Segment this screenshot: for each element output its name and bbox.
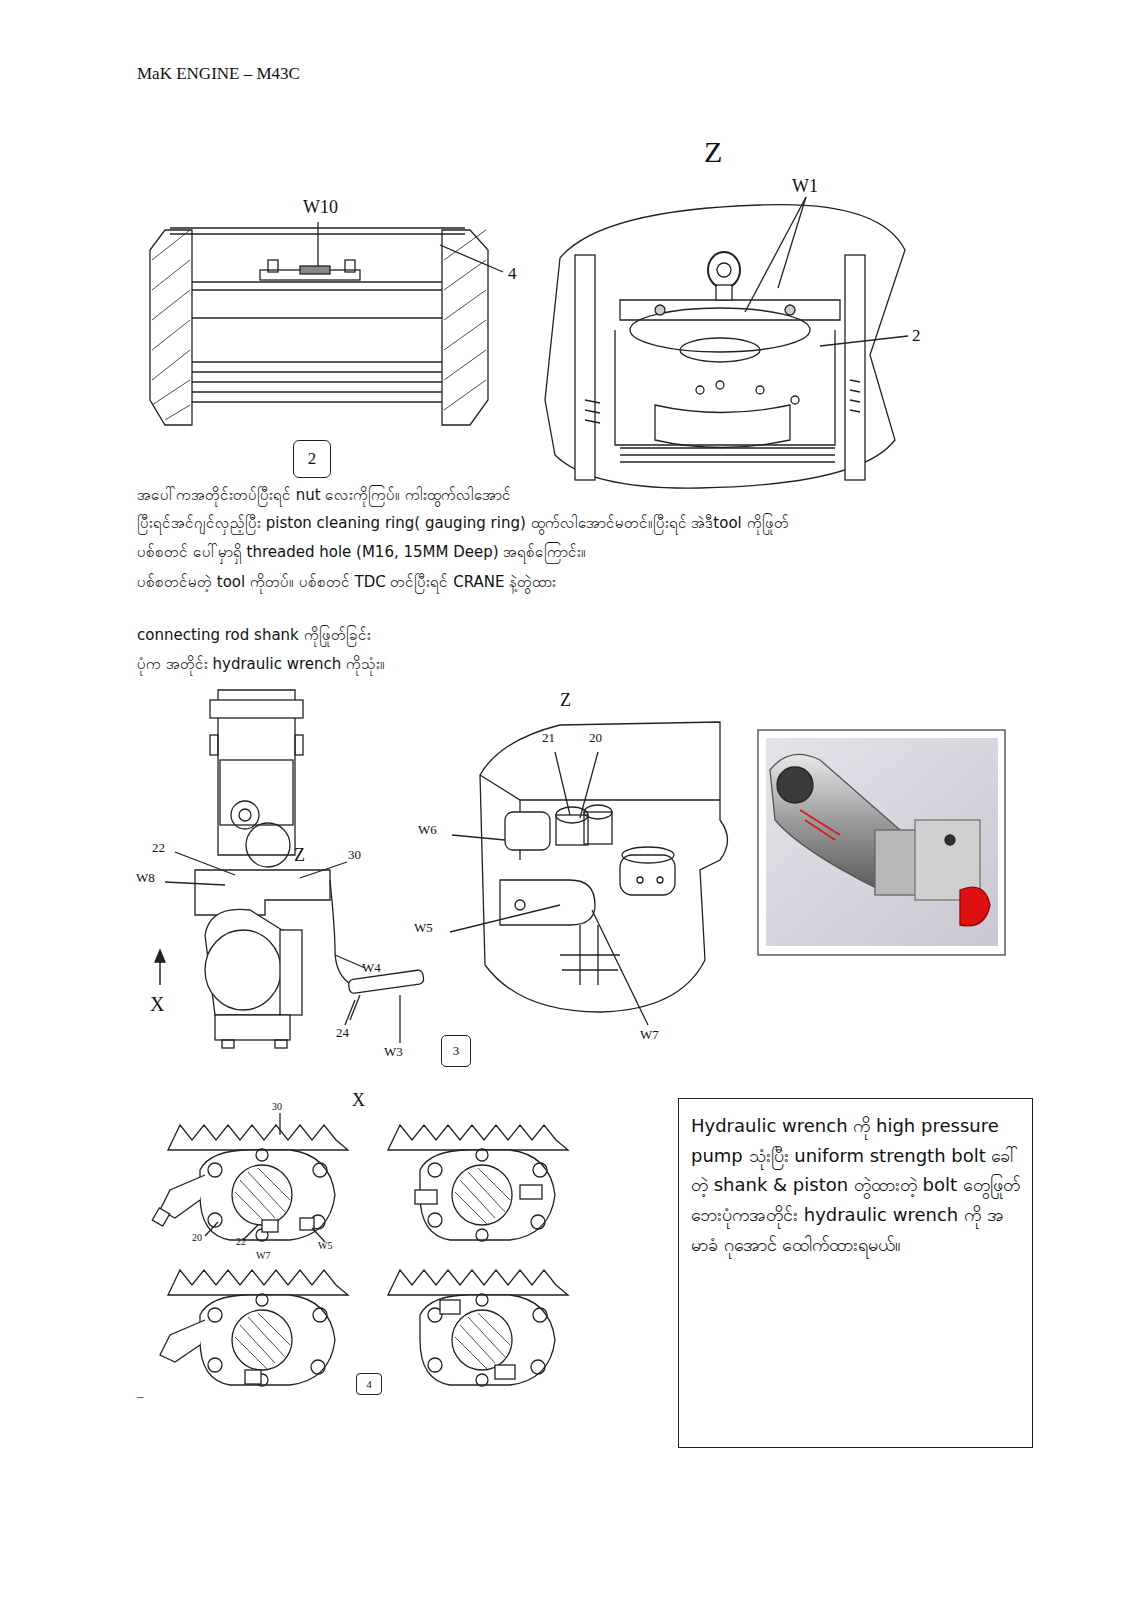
label-text: – [137,1388,144,1404]
label-text: အပေါ်ကအတိုင်းတပ်ပြီးရင် nut လေးကိုကြပ်။ … [137,486,511,504]
label-text: 4 [508,264,517,284]
label-text: connecting rod shank ကိုဖြုတ်ခြင်း [137,626,371,644]
label-text: Z [560,690,571,712]
label-text: 24 [336,1025,349,1041]
label-text: W5 [414,920,433,936]
figure-number: 4 [366,1378,372,1390]
figure-number-box: 4 [356,1373,382,1395]
label-text: X [352,1090,365,1112]
label-text: Z [704,134,722,170]
label-text: 22 [236,1236,246,1248]
label-text: ပြီးရင်အင်ဂျင်လှည့်ပြီး piston cleaning … [137,514,789,532]
label-text: 2 [912,326,921,346]
figure-number: 3 [453,1043,460,1059]
label-text: ပစ်စတင်မတဲ့ tool ကိုတပ်။ ပစ်စတင် TDC တင်… [137,573,556,591]
label-text: X [150,992,164,1016]
figure-number-box: 2 [293,440,331,478]
label-text: W6 [418,822,437,838]
label-text: MaK ENGINE – M43C [137,64,300,84]
label-text: W5 [318,1240,332,1252]
label-text: 20 [589,730,602,746]
photo-wrench [758,730,1005,955]
label-text: W3 [384,1044,403,1060]
figure-number: 2 [308,449,317,469]
wrench-positions [152,1113,568,1386]
label-text: 30 [272,1101,282,1113]
label-text: 22 [152,840,165,856]
label-text: 21 [542,730,555,746]
note-box: Hydraulic wrench ကို high pressure pump … [678,1098,1033,1448]
figure-number-box: 3 [441,1035,471,1067]
label-text: ပုံက အတိုင်း hydraulic wrench ကိုသုံး။ [137,655,385,673]
label-text: 30 [348,847,361,863]
hydraulic-wrench-setup [155,690,424,1048]
label-text: ပစ်စတင် ပေါ်မှာရှိ threaded hole (M16, 1… [137,543,586,561]
wrench-detail [450,722,728,1025]
note-text: Hydraulic wrench ကို high pressure pump … [691,1111,1020,1259]
label-text: 20 [192,1232,202,1244]
label-text: W1 [792,176,818,198]
label-text: W10 [303,197,338,219]
label-text: W7 [256,1250,270,1262]
label-text: W7 [640,1027,659,1043]
liner-section [150,222,503,425]
label-text: W4 [362,960,381,976]
label-text: Z [294,845,305,867]
label-text: W8 [136,870,155,886]
piston-tool-detail [545,197,908,488]
